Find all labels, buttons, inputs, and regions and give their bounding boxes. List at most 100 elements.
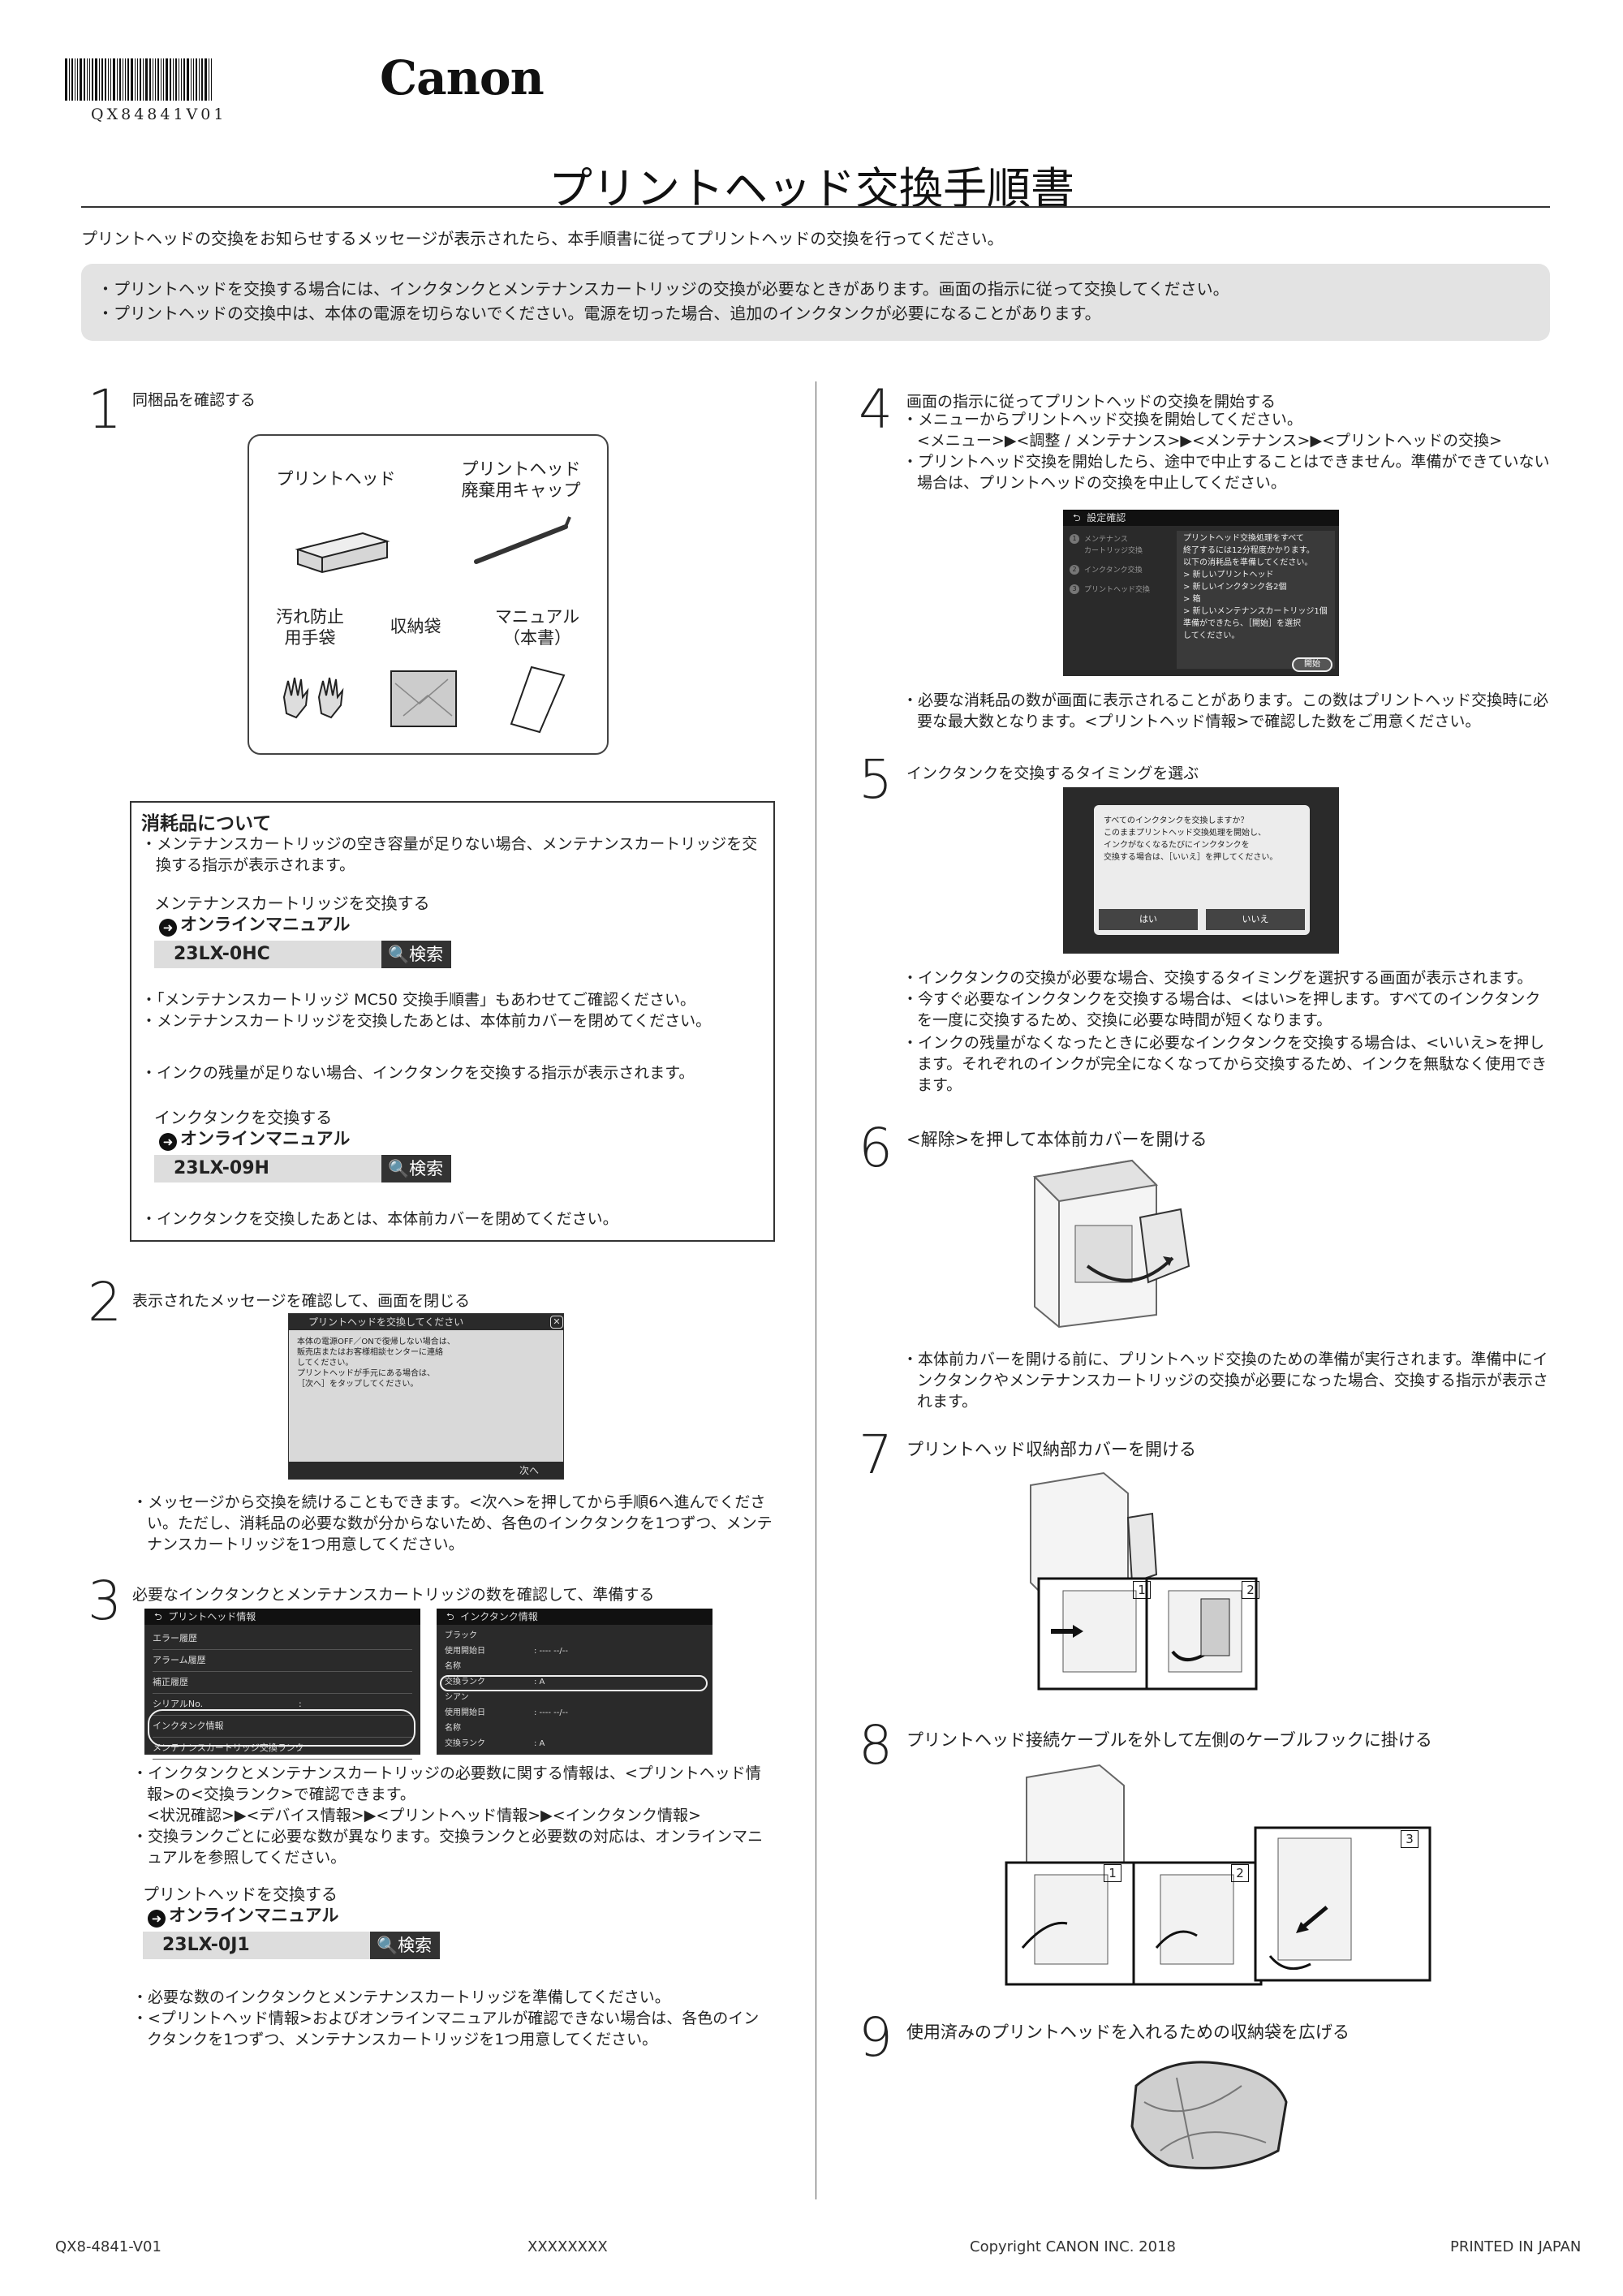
step2-bullet: メッセージから交換を続けることもできます。<次へ>を押してから手順6へ進んでくだ… [132,1492,773,1555]
ink-info-row: 交換ランク: A [445,1678,545,1686]
printhead-illustration [295,532,390,574]
step5-bullet: インクタンクの交換が必要な場合、交換するタイミングを選択する画面が表示されます。 [902,967,1552,989]
printhead-label: プリントヘッド [276,469,396,489]
step8-label-2: 2 [1231,1864,1249,1882]
printhead-info-row[interactable]: アラーム履歴 [153,1650,412,1672]
step-number: 3 [88,1570,122,1632]
ink-timing-screen: すべてのインクタンクを交換しますか？ このままプリントヘッド交換処理を開始し、 … [1063,787,1339,954]
ink-info-row: ブラック [445,1631,477,1640]
package-contents-box: プリントヘッド プリントヘッド 廃棄用キャップ 汚れ防止 用手袋 収納袋 マニュ… [248,434,609,755]
printhead-online-manual-link[interactable]: ➜オンラインマニュアル [148,1902,338,1928]
ink-info-row: 使用開始日: ---- --/-- [445,1647,568,1656]
arrow-right-icon: ➜ [159,1133,177,1151]
ink-info-title: ⮌ インクタンク情報 [437,1609,712,1625]
step3-path: <状況確認>▶<デバイス情報>▶<プリントヘッド情報>▶<インクタンク情報> [147,1807,701,1824]
confirm-settings-body: プリントヘッド交換処理をすべて 終了するには12分程度かかります。 以下の消耗品… [1183,534,1328,640]
footer-code: QX8-4841-V01 [55,2238,161,2255]
highlight-ring [440,1675,708,1691]
step-title: プリントヘッド接続ケーブルを外して左側のケーブルフックに掛ける [906,1730,1432,1750]
printhead-info-row[interactable]: インクタンク情報 [153,1716,412,1738]
step-number: 7 [859,1424,893,1486]
arrow-right-icon: ➜ [159,919,177,937]
consumables-box: 消耗品について メンテナンスカートリッジの空き容量が足りない場合、メンテナンスカ… [130,801,775,1242]
ink-info-row: 名称 [445,1724,461,1733]
message-screen-title: プリントヘッドを交換してください [289,1314,563,1330]
manual-label: マニュアル （本書） [494,607,580,648]
printhead-info-row[interactable]: 補正履歴 [153,1672,412,1694]
intro-text: プリントヘッドの交換をお知らせするメッセージが表示されたら、本手順書に従ってプリ… [81,229,1004,248]
step-number: 1 [88,378,122,441]
gloves-label: 汚れ防止 用手袋 [276,607,344,648]
highlight-ring [148,1709,415,1747]
title-rule [81,206,1550,208]
start-button[interactable]: 開始 [1292,657,1332,672]
step-title: 使用済みのプリントヘッドを入れるための収納袋を広げる [906,2022,1350,2042]
page-title: プリントヘッド交換手順書 [549,163,1074,214]
printhead-info-row[interactable]: シリアルNo.: [153,1694,412,1716]
bag-label: 収納袋 [390,617,441,636]
maint-search-button[interactable]: 🔍検索 [381,941,451,968]
step-number: 6 [859,1117,893,1179]
storage-bag-illustration [1130,2061,1288,2169]
step8-label-1: 1 [1104,1864,1121,1882]
maint-note: メンテナンスカートリッジの空き容量が足りない場合、メンテナンスカートリッジを交換… [141,834,766,876]
printhead-info-title: ⮌ プリントヘッド情報 [144,1609,420,1625]
step3-bullet: 必要な数のインクタンクとメンテナンスカートリッジを準備してください。 [132,1987,773,2008]
step3-bullet: 交換ランクごとに必要な数が異なります。交換ランクと必要数の対応は、オンラインマニ… [132,1826,773,1868]
ink-timing-body: すべてのインクタンクを交換しますか？ このままプリントヘッド交換処理を開始し、 … [1104,816,1278,862]
ink-info-row: 使用開始日: ---- --/-- [445,1708,568,1717]
step8-label-3: 3 [1401,1830,1419,1848]
printhead-code: 23LX-0J1 [143,1932,370,1959]
step-title: <解除>を押して本体前カバーを開ける [906,1130,1208,1149]
printhead-info-row[interactable]: エラー履歴 [153,1628,412,1650]
notice-item: プリントヘッドの交換中は、本体の電源を切らないでください。電源を切った場合、追加… [97,301,1534,325]
step7-label-1: 1 [1133,1581,1151,1599]
maint-bullet: 「メンテナンスカートリッジ MC50 交換手順書」もあわせてご確認ください。 [141,989,766,1010]
step-title: 画面の指示に従ってプリントヘッドの交換を開始する [906,393,1276,411]
step-number: 5 [859,748,893,811]
ink-online-manual-link[interactable]: ➜オンラインマニュアル [159,1126,350,1151]
manual-illustration [510,666,566,734]
footer-copyright: Copyright CANON INC. 2018 [970,2238,1176,2255]
step-number: 8 [859,1714,893,1777]
step-title: プリントヘッド収納部カバーを開ける [906,1440,1196,1459]
message-screen-body: 本体の電源OFF／ONで復帰しない場合は、 販売店またはお客様相談センターに連絡… [297,1338,455,1389]
ink-info-row: 交換ランク: A [445,1739,545,1748]
open-front-cover-illustration [1032,1159,1190,1329]
printhead-info-screen: ⮌ プリントヘッド情報 エラー履歴アラーム履歴補正履歴シリアルNo.:インクタン… [144,1609,420,1760]
no-button[interactable]: いいえ [1206,909,1305,930]
barcode [65,58,256,101]
footer-printed: PRINTED IN JAPAN [1450,2238,1582,2255]
printhead-search-button[interactable]: 🔍検索 [370,1932,440,1959]
ink-info-row: 名称 [445,1662,461,1671]
close-icon[interactable]: ✕ [550,1316,563,1329]
maint-code: 23LX-0HC [154,941,381,968]
step-number: 2 [88,1271,122,1333]
yes-button[interactable]: はい [1099,909,1198,930]
open-printhead-cover-illustration [1030,1471,1258,1691]
cable-hook-illustration [1005,1764,1431,1986]
step4-bullet: メニューからプリントヘッド交換を開始してください。 [902,409,1552,430]
ink-bullet: インクタンクを交換したあとは、本体前カバーを閉めてください。 [141,1208,766,1230]
step-title: 同梱品を確認する [132,391,256,409]
step-title: インクタンクを交換するタイミングを選ぶ [906,765,1199,782]
cap-illustration [474,516,571,564]
ink-note: インクの残量が足りない場合、インクタンクを交換する指示が表示されます。 [141,1062,766,1083]
step4-path: <メニュー>▶<調整 / メンテナンス>▶<メンテナンス>▶<プリントヘッドの交… [917,432,1502,450]
search-icon: 🔍 [388,1159,410,1178]
canon-logo: Canon [380,50,545,106]
maint-online-manual-link[interactable]: ➜オンラインマニュアル [159,911,350,937]
ink-info-row: シアン [445,1693,469,1702]
arrow-right-icon: ➜ [148,1910,166,1928]
next-button[interactable]: 次へ [289,1462,563,1480]
confirm-settings-title: ⮌ 設定確認 [1063,510,1339,526]
step4-bullet: 必要な消耗品の数が画面に表示されることがあります。この数はプリントヘッド交換時に… [902,690,1552,732]
step3-bullet: <プリントヘッド情報>およびオンラインマニュアルが確認できない場合は、各色のイン… [132,2008,773,2050]
ink-search-button[interactable]: 🔍検索 [381,1155,451,1182]
printhead-om-title: プリントヘッドを交換する [143,1885,338,1904]
footer-placeholder: XXXXXXXX [527,2238,608,2255]
